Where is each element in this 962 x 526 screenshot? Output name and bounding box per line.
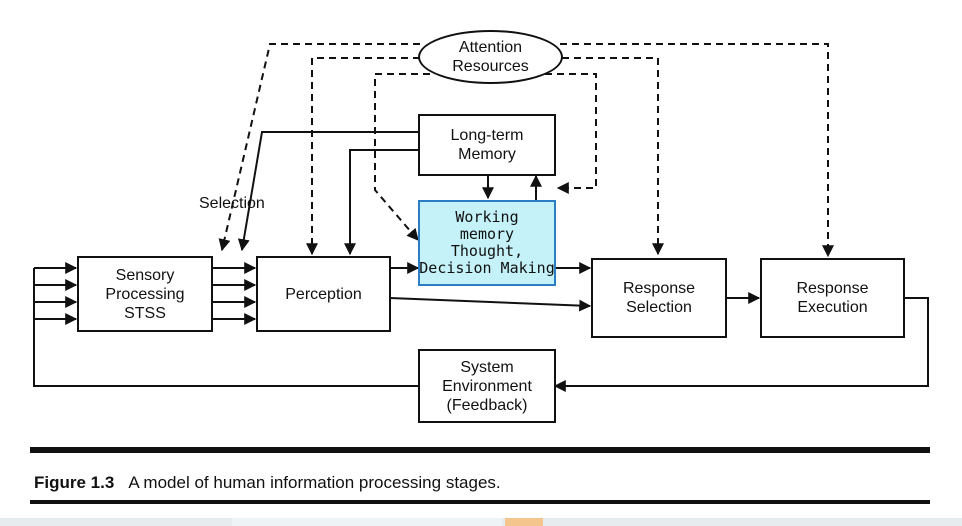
working-memory-line-4: Decision Making [419, 259, 555, 277]
caption-rule-top [30, 447, 930, 453]
sensory-line-1: Sensory [115, 266, 175, 284]
environment-line-3: (Feedback) [446, 396, 528, 414]
response-execution-line-1: Response [796, 280, 869, 297]
response-selection-line-1: Response [622, 280, 696, 297]
long-term-memory-node: Long-term Memory [418, 114, 556, 176]
working-memory-line-1: Working [455, 208, 519, 226]
attention-to-long-term-memory-arrow [545, 73, 597, 194]
sensory-line-2: Processing [105, 285, 185, 303]
selection-label: Selection [199, 195, 265, 212]
bottom-strip-accent [505, 518, 543, 526]
working-memory-line-3: Thought, [450, 242, 524, 260]
perception-node: Perception [256, 256, 391, 332]
long-term-memory-to-sensory-arrow [237, 131, 418, 252]
bottom-strip-segment [232, 518, 502, 526]
attention-to-response-execution-arrow [560, 43, 834, 258]
attention-to-sensory-arrow [218, 43, 420, 252]
environment-line-1: System [460, 358, 514, 376]
working-memory-line-2: memory [459, 225, 515, 243]
perception-label: Perception [285, 285, 362, 303]
bottom-scroll-strip [0, 518, 962, 526]
long-term-memory-line-1: Long-term [450, 127, 524, 144]
long-term-memory-line-2: Memory [458, 146, 516, 163]
sensory-line-3: STSS [124, 304, 166, 322]
attention-resources-node: Attention Resources [418, 30, 563, 84]
perception-to-response-selection-arrow [389, 297, 592, 312]
environment-feedback-loop [33, 268, 418, 387]
sensory-processing-node: Sensory Processing STSS [77, 256, 213, 332]
response-execution-line-2: Execution [797, 299, 868, 316]
environment-line-2: Environment [442, 377, 532, 395]
attention-to-response-selection-arrow [550, 57, 664, 256]
system-environment-node: System Environment (Feedback) [418, 349, 556, 423]
response-selection-line-2: Selection [626, 299, 692, 316]
execution-feedback-arrow [553, 297, 929, 392]
long-term-memory-to-perception-arrow [344, 149, 418, 256]
figure-caption: Figure 1.3 A model of human information p… [34, 473, 501, 493]
attention-line-1: Attention [458, 39, 523, 56]
attention-line-2: Resources [452, 58, 529, 75]
response-execution-node: Response Execution [760, 258, 905, 338]
figure-caption-text: A model of human information processing … [128, 473, 501, 492]
attention-to-perception-arrow [306, 57, 420, 256]
solid-arrows [33, 131, 929, 392]
caption-rule-bottom [30, 500, 930, 504]
figure-number: Figure 1.3 [34, 473, 115, 492]
working-memory-node: Working memory Thought, Decision Making [418, 200, 556, 286]
response-selection-node: Response Selection [591, 258, 727, 338]
